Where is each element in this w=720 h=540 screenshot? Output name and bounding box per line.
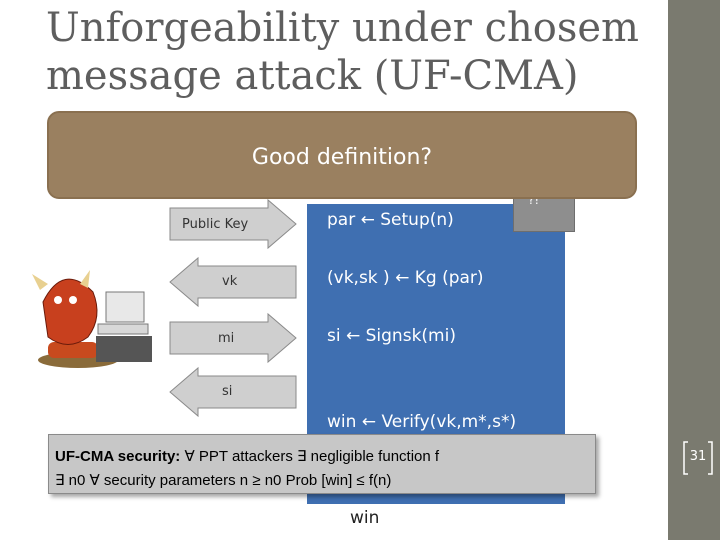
arrow-right-mi [169, 312, 297, 364]
definition-line1-text: ∀ PPT attackers ∃ negligible function f [184, 448, 440, 465]
good-definition-overlay: Good definition? [47, 111, 637, 199]
overlay-text: Good definition? [251, 145, 433, 170]
arrow-left-si [169, 366, 297, 418]
slide-title: Unforgeability under chosem message atta… [46, 5, 639, 99]
setup-line: par ← Setup(n) [327, 210, 454, 230]
vk-label: vk [222, 274, 238, 289]
definition-line-1: UF-CMA security: ∀ PPT attackers ∃ negli… [55, 447, 439, 465]
keygen-line: (vk,sk ) ← Kg (par) [327, 268, 484, 288]
definition-label: UF-CMA security: [55, 448, 181, 465]
tab-symbol: ?! [528, 193, 540, 207]
definition-box: UF-CMA security: ∀ PPT attackers ∃ negli… [48, 434, 596, 494]
arrow-right-public-key [169, 198, 297, 250]
arrow-left-vk [169, 256, 297, 308]
win-output-label: win [350, 508, 380, 528]
attacker-devil-icon [32, 270, 152, 368]
sign-line: si ← Signsk(mi) [327, 326, 456, 346]
definition-line-2: ∃ n0 ∀ security parameters n ≥ n0 Prob [… [55, 472, 392, 489]
mi-label: mi [218, 331, 235, 346]
page-number-badge [683, 441, 713, 475]
page-number-wrap: 31 [682, 440, 714, 476]
page-number: 31 [689, 449, 707, 464]
si-label: si [222, 384, 233, 399]
public-key-label: Public Key [182, 217, 249, 232]
verify-line: win ← Verify(vk,m*,s*) [327, 412, 517, 432]
